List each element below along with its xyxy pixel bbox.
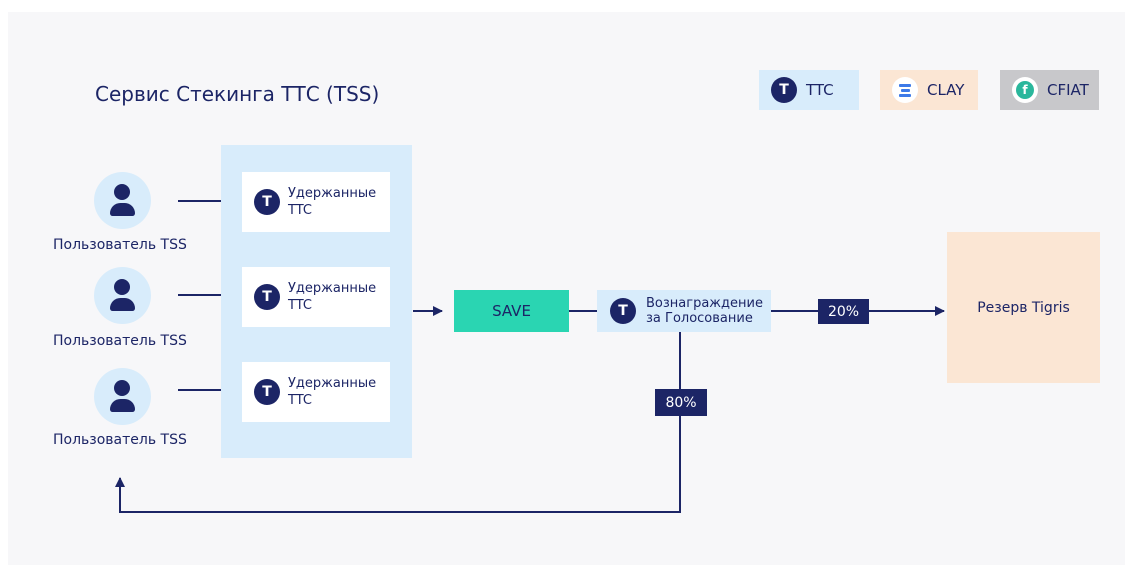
held-card-line1: Удержанные (288, 186, 377, 201)
ttc-token-icon: T (254, 379, 280, 405)
user-avatar-3 (94, 368, 151, 425)
user-label-3: Пользователь TSS (53, 432, 187, 448)
save-box: SAVE (454, 290, 569, 332)
user-label-2: Пользователь TSS (53, 333, 187, 349)
user-avatar-2 (94, 267, 151, 324)
split-reserve-badge: 20% (818, 299, 869, 324)
held-card-line1: Удержанные (288, 376, 377, 391)
legend-ttc-label: TTC (806, 81, 834, 99)
ttc-token-icon: T (254, 284, 280, 310)
voting-reward-box: T Вознаграждение за Голосование (597, 290, 771, 332)
user-avatar-1 (94, 172, 151, 229)
ttc-token-icon: T (254, 189, 280, 215)
legend-cfiat-label: CFIAT (1047, 81, 1089, 99)
held-card-line2: TTC (288, 393, 312, 408)
held-card-1: T Удержанные TTC (242, 172, 390, 232)
held-card-line1: Удержанные (288, 281, 377, 296)
legend-ttc: T TTC (759, 70, 859, 110)
held-card-2: T Удержанные TTC (242, 267, 390, 327)
held-card-3: T Удержанные TTC (242, 362, 390, 422)
arrow-reward-back-to-users (115, 332, 681, 513)
legend-clay-label: CLAY (927, 81, 965, 99)
legend-clay: CLAY (880, 70, 978, 110)
ttc-token-icon: T (610, 298, 636, 324)
reward-line2: за Голосование (646, 311, 753, 326)
held-card-line2: TTC (288, 298, 312, 313)
cfiat-token-icon: f (1012, 77, 1038, 103)
user-label-1: Пользователь TSS (53, 237, 187, 253)
diagram-title: Сервис Стекинга ТТС (TSS) (95, 82, 380, 106)
reward-line1: Вознаграждение (646, 296, 763, 311)
split-users-badge: 80% (655, 389, 707, 416)
held-card-line2: TTC (288, 203, 312, 218)
ttc-token-icon: T (771, 77, 797, 103)
legend-cfiat: f CFIAT (1000, 70, 1099, 110)
tigris-reserve-box: Резерв Tigris (947, 232, 1100, 383)
clay-token-icon (892, 77, 918, 103)
